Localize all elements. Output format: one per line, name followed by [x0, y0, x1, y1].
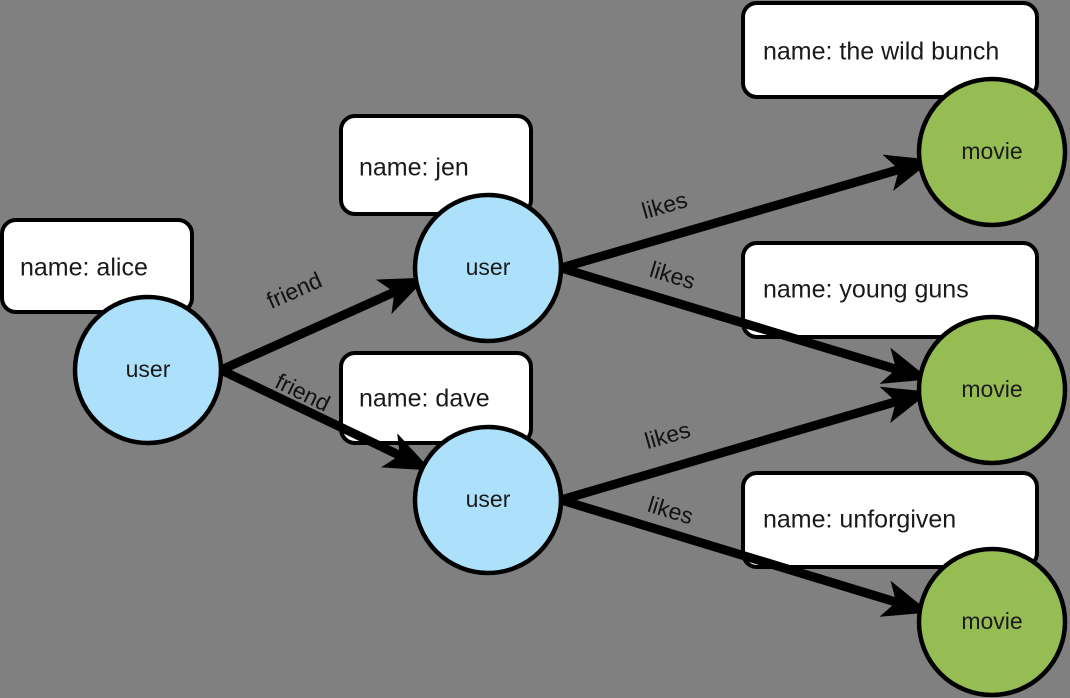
node-young-guns[interactable]: movie: [916, 314, 1068, 466]
property-box-label: name: the wild bunch: [763, 38, 999, 66]
property-box-the-wild-bunch: name: the wild bunch: [741, 1, 1039, 99]
edge-group: [219, 154, 933, 617]
node-circle[interactable]: [412, 192, 564, 344]
property-box-label: name: dave: [359, 385, 490, 413]
node-circle[interactable]: [916, 314, 1068, 466]
node-the-wild-bunch[interactable]: movie: [916, 76, 1068, 228]
property-box-label: name: jen: [359, 154, 469, 182]
node-type-label: movie: [961, 608, 1022, 634]
node-alice[interactable]: user: [72, 294, 224, 446]
node-circle[interactable]: [412, 424, 564, 576]
property-box-label: name: unforgiven: [763, 506, 956, 534]
edge-dave-young-guns: [559, 386, 930, 505]
node-group: user user user movie movie movie: [72, 76, 1068, 698]
edge-jen-young-guns: [559, 263, 930, 384]
property-box-jen: name: jen: [339, 114, 533, 216]
node-dave[interactable]: user: [412, 424, 564, 576]
node-type-label: user: [126, 356, 171, 382]
node-type-label: user: [466, 254, 511, 280]
property-box-group: name: alice name: jen name: dave name: t…: [0, 1, 1039, 569]
property-box-label: name: young guns: [763, 276, 969, 304]
node-circle[interactable]: [916, 546, 1068, 698]
property-box-rect: [741, 471, 1039, 569]
node-unforgiven[interactable]: movie: [916, 546, 1068, 698]
property-box-young-guns: name: young guns: [741, 241, 1039, 339]
edge-jen-the-wild-bunch: [559, 154, 933, 273]
property-box-rect: [741, 241, 1039, 339]
node-circle[interactable]: [916, 76, 1068, 228]
edge-alice-dave: [219, 365, 432, 472]
node-type-label: user: [466, 486, 511, 512]
property-box-rect: [0, 218, 194, 314]
node-circle[interactable]: [72, 294, 224, 446]
property-box-label: name: alice: [20, 254, 148, 282]
property-box-rect: [741, 1, 1039, 99]
property-box-unforgiven: name: unforgiven: [741, 471, 1039, 569]
edge-dave-unforgiven: [559, 495, 930, 617]
property-box-alice: name: alice: [0, 218, 194, 314]
property-box-dave: name: dave: [339, 351, 533, 445]
property-box-rect: [339, 351, 533, 445]
edge-alice-jen: [219, 276, 427, 375]
node-type-label: movie: [961, 138, 1022, 164]
node-jen[interactable]: user: [412, 192, 564, 344]
node-type-label: movie: [961, 376, 1022, 402]
